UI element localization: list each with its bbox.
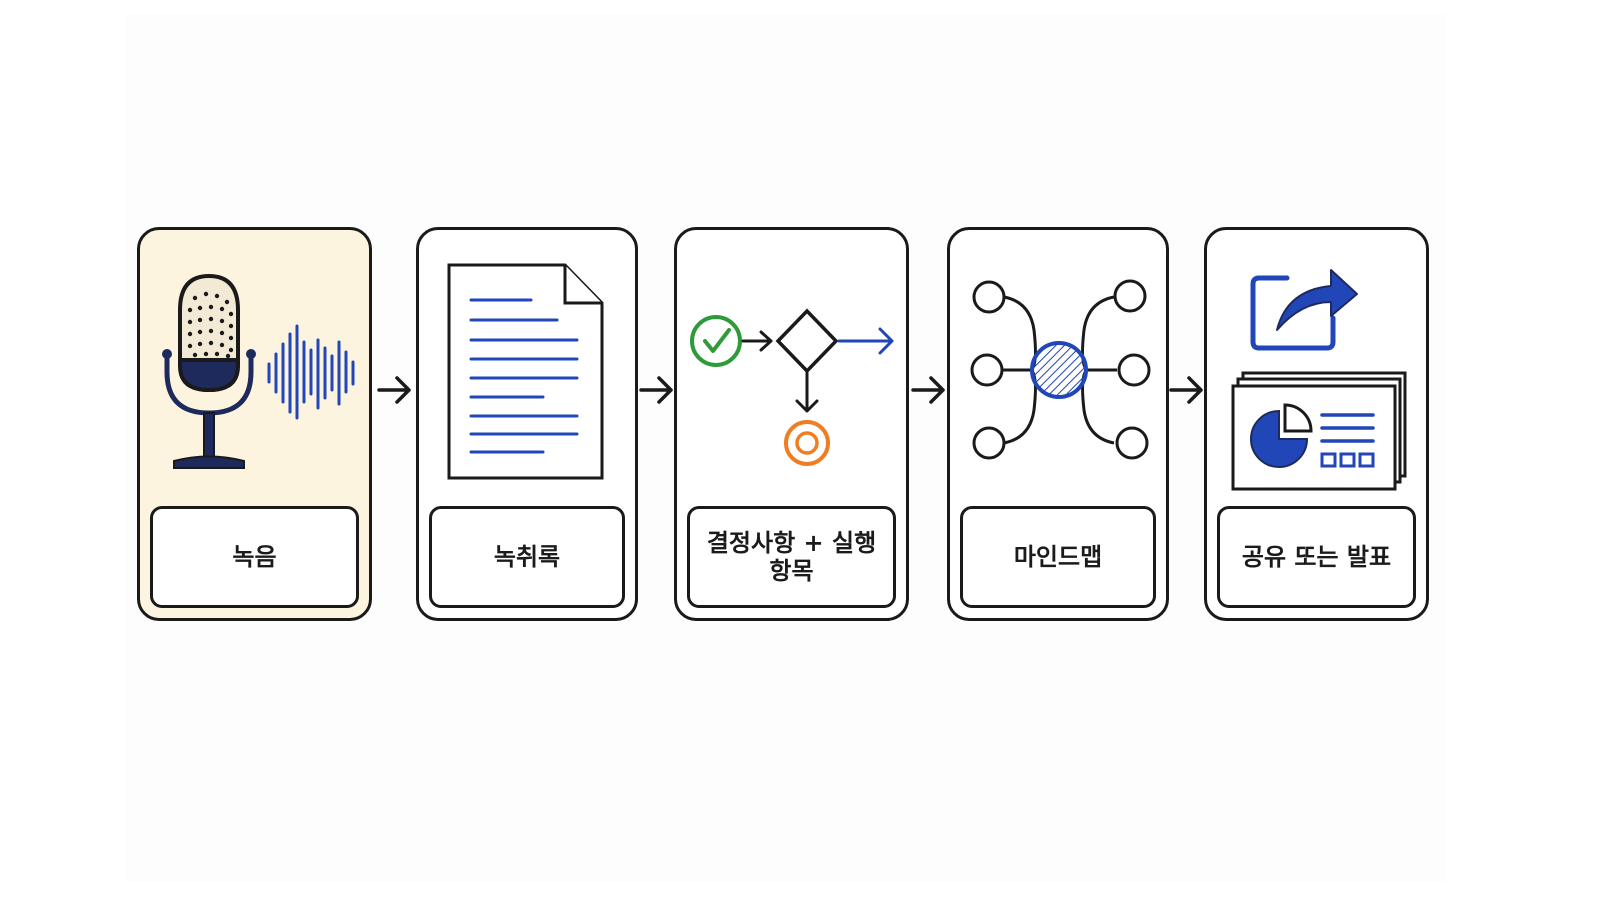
- step-icon-area: [677, 230, 906, 502]
- step-label-recording: 녹음: [232, 543, 277, 571]
- check-circle-icon: [690, 315, 742, 367]
- step-icon-area: [140, 230, 369, 502]
- step-label-mindmap: 마인드맵: [1013, 543, 1103, 571]
- end-target-icon: [784, 420, 830, 466]
- share-presentation-icon: [1231, 269, 1407, 491]
- arrow-right-icon: [377, 376, 411, 404]
- step-icon-area: [950, 230, 1166, 502]
- step-label-transcript: 녹취록: [493, 543, 561, 571]
- step-icon-area: [1207, 230, 1426, 502]
- step-label-box: 결정사항 + 실행 항목: [687, 506, 896, 608]
- decision-flow-icon: [690, 308, 894, 466]
- step-card-share: 공유 또는 발표: [1204, 227, 1429, 621]
- step-label-box: 녹음: [150, 506, 359, 608]
- step-label-box: 공유 또는 발표: [1217, 506, 1416, 608]
- decision-diamond-icon: [775, 308, 839, 374]
- step-card-transcript: 녹취록: [416, 227, 638, 621]
- microphone-soundwave-icon: [162, 273, 355, 469]
- arrow-right-icon: [639, 376, 673, 404]
- step-card-mindmap: 마인드맵: [947, 227, 1169, 621]
- step-card-recording: 녹음: [137, 227, 372, 621]
- step-label-box: 녹취록: [429, 506, 625, 608]
- presentation-icon: [1231, 371, 1407, 491]
- step-label-decisions: 결정사항 + 실행 항목: [706, 529, 877, 585]
- step-label-share: 공유 또는 발표: [1241, 543, 1392, 571]
- step-card-decisions: 결정사항 + 실행 항목: [674, 227, 909, 621]
- arrow-right-icon: [911, 376, 945, 404]
- step-icon-area: [419, 230, 635, 502]
- mind-map-icon: [970, 279, 1151, 460]
- share-icon: [1250, 269, 1358, 351]
- transcript-document-icon: [447, 263, 604, 480]
- arrow-right-icon: [1169, 376, 1203, 404]
- step-label-box: 마인드맵: [960, 506, 1156, 608]
